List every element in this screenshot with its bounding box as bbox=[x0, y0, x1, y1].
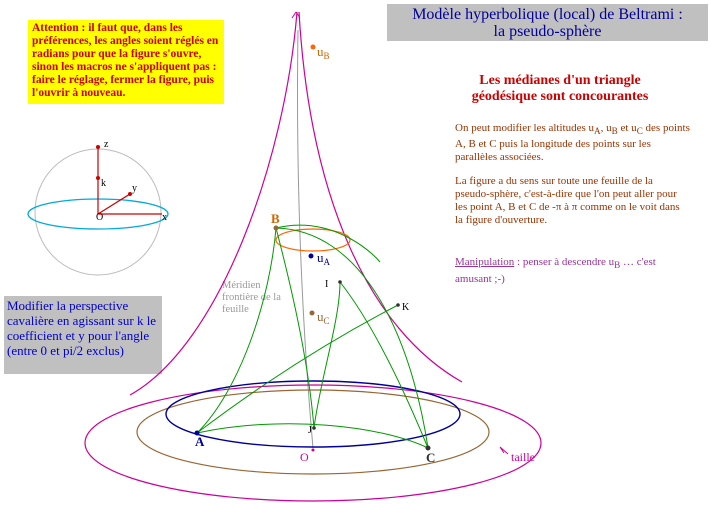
point-j[interactable] bbox=[312, 426, 316, 430]
median-link bbox=[313, 281, 341, 429]
axis-label-origin: O bbox=[96, 212, 103, 223]
sheet-description: La figure a du sens sur toute une feuill… bbox=[455, 175, 680, 226]
k-point[interactable] bbox=[96, 176, 100, 180]
desc1-sub-a: A bbox=[594, 126, 601, 137]
parallel-ellipse-c bbox=[136, 389, 490, 475]
axis-label-k: k bbox=[101, 178, 106, 189]
title-line-1: Modèle hyperbolique (local) de Beltrami … bbox=[412, 6, 683, 23]
median-c bbox=[339, 281, 429, 449]
manip-text-b: … c'est amusant ;-) bbox=[455, 256, 656, 286]
page-title: Modèle hyperbolique (local) de Beltrami … bbox=[387, 4, 708, 41]
theorem-subtitle: Les médianes d'un triangle géodésique so… bbox=[440, 73, 680, 105]
y-axis bbox=[97, 193, 131, 215]
desc1-text-b: , u bbox=[600, 122, 612, 134]
desc1-sub-c: C bbox=[636, 126, 643, 137]
manipulation-hint: Manipulation : penser à descendre uB … c… bbox=[455, 255, 695, 286]
base-ellipse-magenta bbox=[84, 384, 542, 502]
subtitle-line-2: géodésique sont concourantes bbox=[471, 89, 649, 104]
point-ua[interactable] bbox=[308, 253, 314, 259]
manipulation-label: Manipulation bbox=[455, 256, 515, 268]
label-j: J bbox=[308, 425, 312, 436]
title-line-2: la pseudo-sphère bbox=[493, 23, 602, 40]
axis-label-x: x bbox=[162, 212, 167, 223]
boundary-meridian bbox=[297, 29, 314, 449]
point-a[interactable] bbox=[194, 430, 200, 436]
subtitle-line-1: Les médianes d'un triangle bbox=[479, 73, 641, 88]
axis-label-y: y bbox=[132, 183, 137, 194]
y-point[interactable] bbox=[128, 192, 132, 196]
parallel-ellipse-b bbox=[275, 228, 351, 252]
geodesic-bc bbox=[275, 227, 429, 449]
point-o[interactable] bbox=[311, 448, 315, 452]
label-ub: uB bbox=[317, 44, 330, 61]
meridian-label: Méridien frontière de la feuille bbox=[222, 280, 281, 315]
perspective-widget: z k y O x bbox=[27, 139, 169, 276]
desc1-sub-b: B bbox=[611, 126, 618, 137]
label-k: K bbox=[402, 302, 410, 313]
desc1-text-d: des points A, B et C puis la longitude d… bbox=[455, 122, 690, 164]
median-a bbox=[196, 304, 399, 434]
desc1-text-a: On peut modifier les altitudes u bbox=[455, 122, 594, 134]
median-b bbox=[275, 227, 315, 429]
taille-arrow bbox=[499, 446, 509, 455]
point-ub[interactable] bbox=[310, 44, 316, 50]
label-ua: uA bbox=[317, 250, 331, 267]
manip-sub-b: B bbox=[614, 260, 621, 271]
point-i[interactable] bbox=[338, 280, 342, 284]
parallel-ellipse-a bbox=[165, 380, 461, 448]
desc1-text-c: et u bbox=[617, 122, 637, 134]
left-meridian bbox=[129, 11, 298, 396]
point-uc[interactable] bbox=[309, 310, 315, 316]
geodesic-ab bbox=[196, 227, 277, 434]
point-c[interactable] bbox=[425, 445, 431, 451]
label-taille: taille bbox=[511, 450, 535, 464]
label-o: O bbox=[300, 450, 309, 464]
z-point[interactable] bbox=[96, 145, 100, 149]
label-i: I bbox=[325, 279, 328, 290]
right-meridian bbox=[298, 11, 463, 383]
altitude-description: On peut modifier les altitudes uA, uB et… bbox=[455, 122, 690, 164]
manip-text-a: : penser à descendre u bbox=[514, 256, 615, 268]
point-k[interactable] bbox=[396, 303, 400, 307]
axis-label-z: z bbox=[104, 139, 109, 150]
geodesic-ac bbox=[196, 423, 429, 449]
geodesic-arc-upper bbox=[275, 224, 381, 263]
meridian-arrow bbox=[291, 11, 301, 19]
perspective-instructions: Modifier la perspective cavalière en agi… bbox=[4, 296, 162, 374]
label-uc: uC bbox=[317, 309, 330, 326]
point-b[interactable] bbox=[273, 225, 279, 231]
label-a: A bbox=[195, 434, 205, 449]
label-c: C bbox=[426, 450, 435, 465]
warning-note: Attention : il faut que, dans les préfér… bbox=[28, 20, 224, 104]
label-b: B bbox=[271, 211, 280, 226]
